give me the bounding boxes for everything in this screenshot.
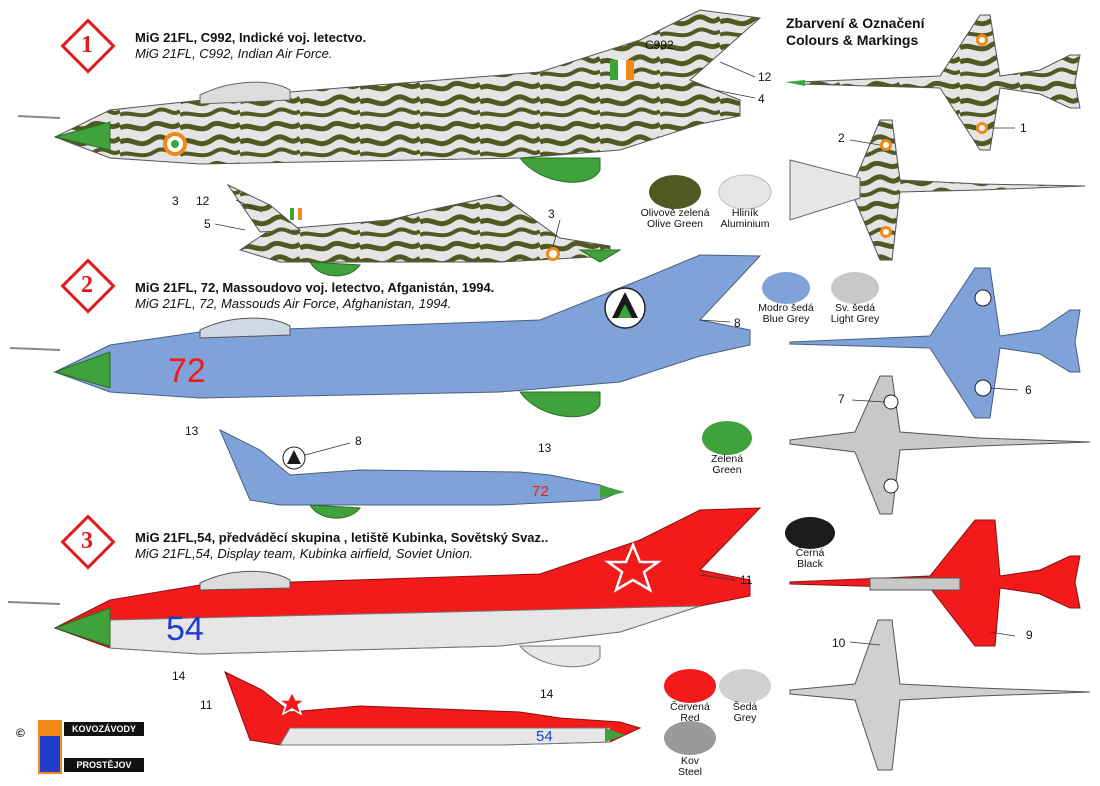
swatch-black <box>785 517 835 549</box>
scheme2-code-small: 72 <box>532 483 549 500</box>
swatch-blue-grey <box>762 272 810 304</box>
swatch-red <box>664 669 716 703</box>
scheme3-small-side-view <box>224 671 642 746</box>
callout-11-main: 11 <box>740 573 753 587</box>
callout-9: 9 <box>1026 628 1033 642</box>
swatch-label-steel-en: Steel <box>678 766 702 778</box>
swatch-label-green-en: Green <box>712 464 742 476</box>
callout-7: 7 <box>838 392 845 406</box>
scheme2-top-views <box>789 267 1091 515</box>
callout-5: 5 <box>204 217 211 231</box>
swatch-label-red-cz: Červená <box>670 701 710 713</box>
kovozavody-logo: © KOVOZÁVODY PROSTĚJOV <box>16 720 144 776</box>
callout-13-main: 13 <box>185 424 199 438</box>
scheme1-side-view <box>17 9 762 183</box>
logo-line2: PROSTĚJOV <box>64 758 144 772</box>
scheme3-title-cz: MiG 21FL,54, předváděcí skupina , letišt… <box>135 530 549 545</box>
callout-4: 4 <box>758 92 765 106</box>
callout-3-main: 3 <box>172 194 179 208</box>
heading-cz: Zbarvení & Označení <box>786 15 925 31</box>
swatch-label-black-en: Black <box>797 558 823 570</box>
callout-8-main: 8 <box>734 316 741 330</box>
scheme3-number: 3 <box>81 528 93 554</box>
swatch-label-steel-cz: Kov <box>680 755 700 767</box>
swatch-label-aluminium-cz: Hliník <box>731 207 759 219</box>
scheme1-title-en: MiG 21FL, C992, Indian Air Force. <box>135 46 333 61</box>
swatch-label-grey-cz: Šedá <box>732 701 758 713</box>
scheme1-title-cz: MiG 21FL, C992, Indické voj. letectvo. <box>135 30 367 45</box>
callout-lines <box>214 61 1019 646</box>
swatch-green <box>702 421 752 455</box>
copyright-mark: © <box>16 726 25 740</box>
swatch-label-red-en: Red <box>680 712 700 724</box>
scheme-badges <box>60 18 116 570</box>
heading-en: Colours & Markings <box>786 32 919 48</box>
scheme3-code-main: 54 <box>166 610 204 648</box>
scheme2-code-main: 72 <box>168 352 206 390</box>
callout-12-top: 12 <box>758 70 772 84</box>
callout-3-small: 3 <box>548 207 555 221</box>
swatch-label-olive-cz: Olivově zelená <box>640 207 710 219</box>
scheme1-number: 1 <box>81 32 93 58</box>
callout-14-main: 14 <box>172 669 186 683</box>
color-swatches <box>649 174 879 755</box>
callout-14-small: 14 <box>540 687 554 701</box>
callout-11-small: 11 <box>200 698 213 712</box>
swatch-label-aluminium-en: Aluminium <box>720 218 770 230</box>
scheme1-top-views <box>785 14 1086 261</box>
swatch-aluminium <box>718 174 772 210</box>
scheme2-small-side-view <box>219 428 625 519</box>
swatch-label-olive-en: Olive Green <box>646 218 704 230</box>
swatch-label-lightgrey-en: Light Grey <box>830 313 880 325</box>
swatch-label-bluegrey-cz: Modro šedá <box>758 302 814 314</box>
scheme2-title-cz: MiG 21FL, 72, Massoudovo voj. letectvo, … <box>135 280 495 295</box>
swatch-label-grey-en: Grey <box>733 712 757 724</box>
scheme2-number: 2 <box>81 272 93 298</box>
swatch-olive-green <box>649 175 701 209</box>
logo-line1: KOVOZÁVODY <box>64 722 144 736</box>
scheme1-small-side-view <box>226 183 622 277</box>
callout-2: 2 <box>838 131 845 145</box>
swatch-label-black-cz: Černá <box>795 547 825 559</box>
scheme3-code-small: 54 <box>536 728 553 745</box>
scheme3-title-en: MiG 21FL,54, Display team, Kubinka airfi… <box>135 546 474 561</box>
scheme3-top-views <box>789 519 1091 771</box>
swatch-grey <box>719 669 771 703</box>
swatch-steel <box>664 721 716 755</box>
swatch-label-lightgrey-cz: Sv. šedá <box>834 302 876 314</box>
scheme2-title-en: MiG 21FL, 72, Massouds Air Force, Afghan… <box>135 296 452 311</box>
callout-8-small: 8 <box>355 434 362 448</box>
callout-13-small: 13 <box>538 441 552 455</box>
callout-12-small: 12 <box>196 194 210 208</box>
callout-6: 6 <box>1025 383 1032 397</box>
scheme3-side-view <box>7 507 762 668</box>
callout-10: 10 <box>832 636 846 650</box>
swatch-label-green-cz: Zelená <box>710 453 744 465</box>
callout-1: 1 <box>1020 121 1027 135</box>
logo-k-icon <box>40 736 60 772</box>
scheme2-side-view <box>9 254 762 418</box>
scheme1-serial: C992 <box>645 38 674 52</box>
swatch-label-bluegrey-en: Blue Grey <box>762 313 810 325</box>
swatch-light-grey <box>831 272 879 304</box>
